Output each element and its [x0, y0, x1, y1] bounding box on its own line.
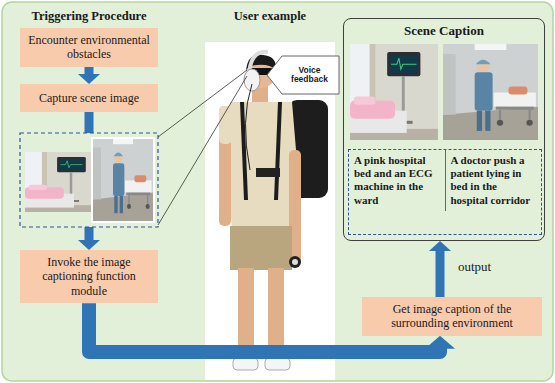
flow-arrow — [78, 67, 100, 84]
text-group: Encounter environmental obstacles — [26, 33, 152, 62]
arrow-head — [425, 336, 455, 349]
process-box: Capture scene image — [20, 84, 158, 112]
edge-label: output — [456, 259, 493, 275]
text-group: Invoke the image captioning function mod… — [26, 255, 152, 298]
text-group: Capture scene image — [39, 91, 139, 105]
process-box: Get image caption of the surrounding env… — [362, 297, 542, 336]
arrow-shaft — [85, 67, 94, 75]
text-group: A pink hospital bed and an ECG machine i… — [349, 150, 541, 211]
caption-box: A pink hospital bed and an ECG machine i… — [348, 149, 542, 235]
text-group: Scene Caption — [344, 23, 544, 39]
section-heading: User example — [205, 9, 335, 24]
text-group: Voice feedback — [282, 66, 337, 85]
arrow-head — [429, 241, 451, 251]
process-box: Invoke the image captioning function mod… — [20, 250, 158, 303]
flow-arrow — [429, 241, 451, 297]
node-text: Scene Caption — [344, 23, 544, 39]
voice-feedback-arrow: Voice feedback — [266, 55, 340, 95]
node-text: Invoke the image captioning function mod… — [26, 255, 152, 298]
arrow-shaft — [436, 250, 445, 297]
node-text: A pink hospital bed and an ECG machine i… — [349, 150, 445, 211]
arrow-head — [78, 74, 100, 84]
node-text: Encounter environmental obstacles — [26, 33, 152, 62]
scene-caption-panel: Scene Caption A pink hospital bed and an … — [343, 18, 545, 241]
node-text: A doctor push a patient lying in bed in … — [445, 150, 542, 211]
text-group: Get image caption of the surrounding env… — [368, 302, 536, 331]
process-box: Encounter environmental obstacles — [20, 28, 158, 67]
arrow-head — [78, 240, 100, 250]
node-text: Capture scene image — [39, 91, 139, 105]
section-heading: Triggering Procedure — [14, 9, 164, 24]
node-text: Voice feedback — [282, 66, 337, 85]
node-text: Get image caption of the surrounding env… — [368, 302, 536, 331]
